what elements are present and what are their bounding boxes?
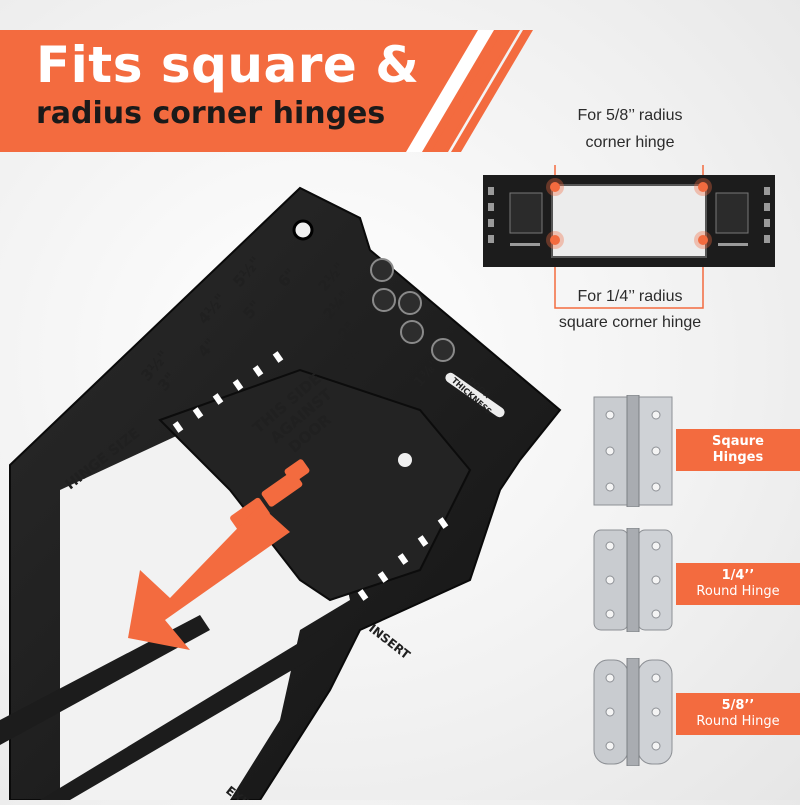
radius-marker-dots (546, 178, 712, 249)
callout-14-line1: For 1/4’’ radius (577, 288, 683, 305)
headline-title: Fits square & (36, 36, 420, 94)
headline-banner: Fits square & radius corner hinges (0, 0, 800, 160)
callout-58-line1: For 5/8’’ radius (577, 107, 683, 124)
hinge-jig-illustration: HINGE SIZE 3" 3½" 4" 4½" 5" 5½" 6" THIS … (0, 160, 600, 805)
jig-pegs (370, 258, 455, 362)
mini-jig-diagram (480, 134, 780, 320)
callout-58-radius: For 5/8’’ radius corner hinge (555, 102, 705, 156)
mini-jig-window (551, 184, 707, 258)
insert-direction-arrow-icon (128, 505, 290, 650)
jig-insert-label: INSERT (366, 621, 413, 662)
callout-58-line2: corner hinge (585, 134, 675, 151)
headline-subtitle: radius corner hinges (36, 96, 386, 131)
jig-center-hole (398, 453, 412, 467)
badge-five-eighth-round-hinge: 5/8’’ Round Hinge (676, 693, 800, 735)
callout-14-radius-sub: square corner hinge (520, 309, 740, 336)
square-hinge-image (592, 394, 674, 512)
quarter-round-hinge-image (592, 527, 674, 637)
jig-slot (445, 372, 505, 418)
callout-14-line2: square corner hinge (558, 314, 702, 331)
badge-square-hinges: Sqaure Hinges (676, 429, 800, 471)
jig-rail-left (0, 615, 210, 745)
jig-rail-lower (40, 630, 335, 800)
jig-notches (172, 351, 449, 601)
callout-14-radius: For 1/4’’ radius (540, 283, 720, 310)
five-eighth-round-hinge-image (592, 657, 674, 771)
badge-quarter-round-hinge: 1/4’’ Round Hinge (676, 563, 800, 605)
jig-thickness-marks: 1¾" 2" 2¼" 2½" 1⅜" (316, 260, 444, 390)
jig-mounting-hole (292, 219, 314, 241)
mini-jig-teeth (488, 187, 770, 246)
mini-jig-brackets (509, 192, 749, 234)
banner-shape (0, 30, 533, 152)
